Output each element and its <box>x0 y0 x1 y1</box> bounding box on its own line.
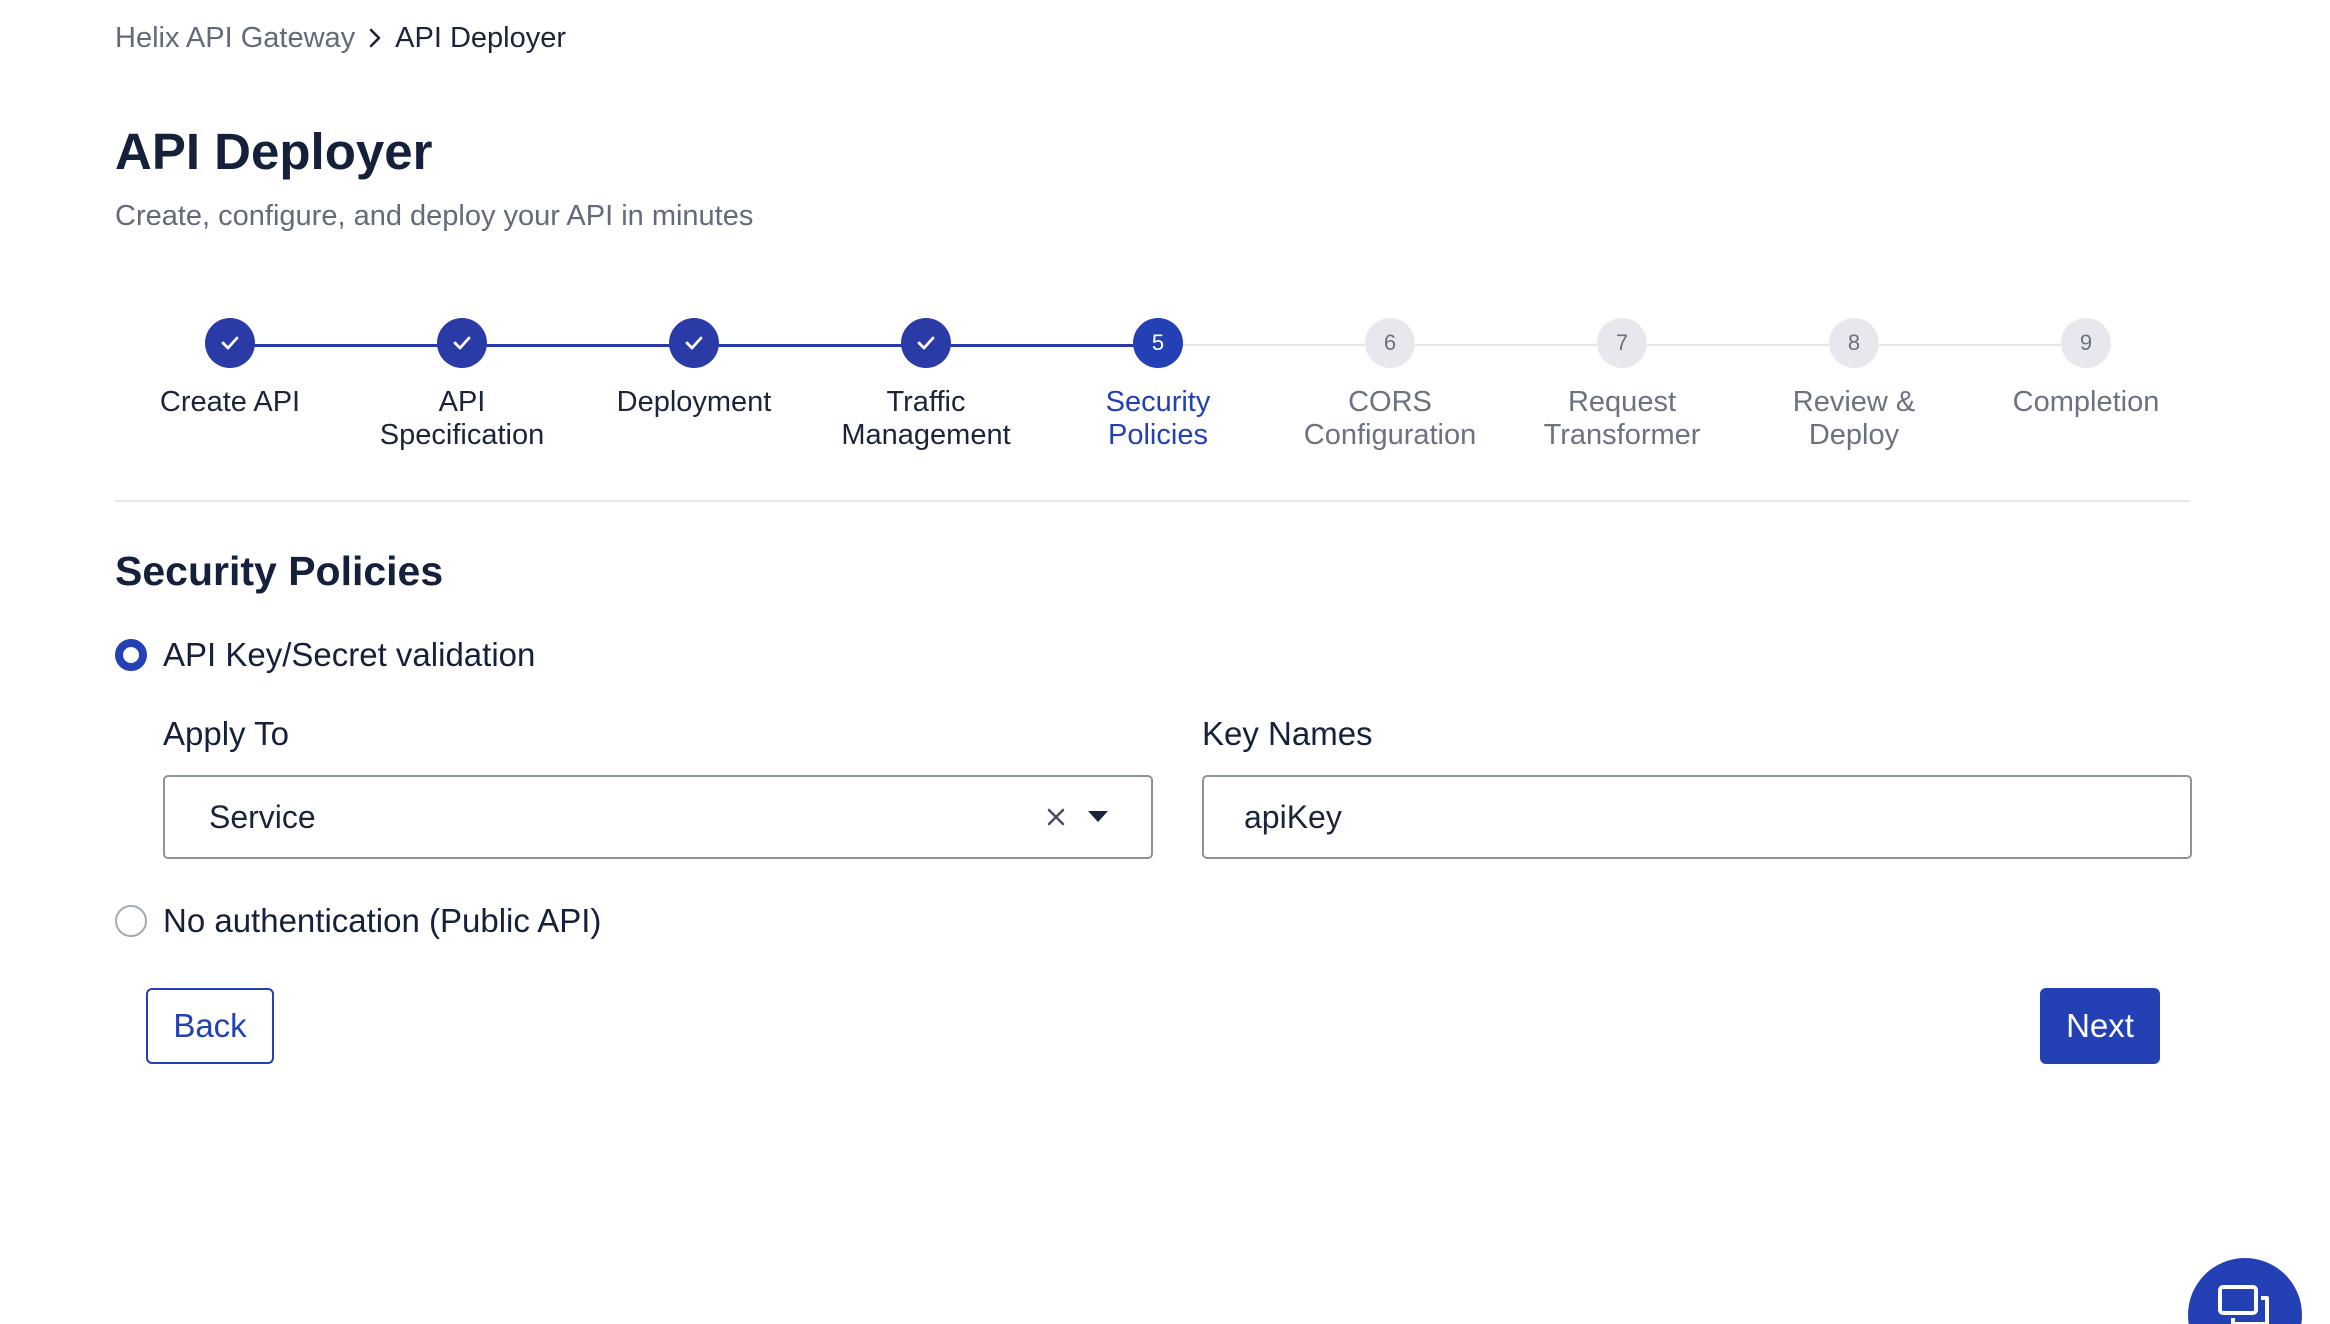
step-label: Security Policies <box>1105 386 1211 451</box>
section-title: Security Policies <box>115 548 444 594</box>
key-names-input[interactable] <box>1202 775 2192 859</box>
step-connector <box>1158 344 1390 346</box>
caret-down-icon[interactable] <box>1081 800 1115 834</box>
step-label: Deployment <box>616 386 772 418</box>
radio-label-no-auth: No authentication (Public API) <box>163 902 602 939</box>
key-names-label: Key Names <box>1202 715 1373 752</box>
radio-api-key-validation[interactable]: API Key/Secret validation <box>115 636 535 674</box>
step-label: Review & Deploy <box>1792 386 1916 451</box>
step-number: 6 <box>1365 318 1415 368</box>
step-connector <box>230 344 462 347</box>
step-connector <box>1854 344 2086 346</box>
check-icon <box>669 318 719 368</box>
stepper: Create API API Specification Deployment Tra… <box>115 318 2190 468</box>
step-4[interactable]: Traffic Management <box>811 318 1041 452</box>
step-3[interactable]: Deployment <box>579 318 809 419</box>
apply-to-select-value: Service <box>209 798 316 835</box>
check-icon <box>901 318 951 368</box>
close-icon[interactable] <box>1039 800 1073 834</box>
step-connector <box>1390 344 1622 346</box>
divider <box>115 500 2190 502</box>
step-1[interactable]: Create API <box>115 318 345 419</box>
next-button[interactable]: Next <box>2040 988 2160 1064</box>
apply-to-select[interactable]: Service <box>163 775 1153 859</box>
page-subtitle: Create, configure, and deploy your API i… <box>115 200 754 232</box>
step-label: Create API <box>159 386 301 418</box>
radio-no-authentication[interactable]: No authentication (Public API) <box>115 902 601 940</box>
step-connector <box>1622 344 1854 346</box>
step-number: 7 <box>1597 318 1647 368</box>
radio-button-selected[interactable] <box>115 639 147 671</box>
breadcrumb-link-helix[interactable]: Helix API Gateway <box>115 21 356 54</box>
step-2[interactable]: API Specification <box>347 318 577 452</box>
chat-button[interactable] <box>2188 1258 2302 1324</box>
step-number: 8 <box>1829 318 1879 368</box>
step-label: CORS Configuration <box>1303 386 1477 451</box>
breadcrumb: Helix API Gateway API Deployer <box>115 18 566 58</box>
step-number: 5 <box>1133 318 1183 368</box>
radio-button-unselected[interactable] <box>115 905 147 937</box>
step-label: Request Transformer <box>1543 386 1701 451</box>
step-label: API Specification <box>379 386 545 451</box>
step-connector <box>462 344 694 347</box>
back-button[interactable]: Back <box>146 988 274 1064</box>
apply-to-label: Apply To <box>163 715 289 752</box>
step-connector <box>926 344 1158 347</box>
chat-icon <box>2218 1285 2269 1324</box>
check-icon <box>437 318 487 368</box>
step-label: Completion <box>2012 386 2160 418</box>
chevron-right-icon <box>355 18 395 58</box>
breadcrumb-current: API Deployer <box>395 21 567 54</box>
step-connector <box>694 344 926 347</box>
check-icon <box>205 318 255 368</box>
step-label: Traffic Management <box>841 386 1011 451</box>
radio-label-api-key: API Key/Secret validation <box>163 636 536 673</box>
step-number: 9 <box>2061 318 2111 368</box>
page-title: API Deployer <box>115 123 433 180</box>
